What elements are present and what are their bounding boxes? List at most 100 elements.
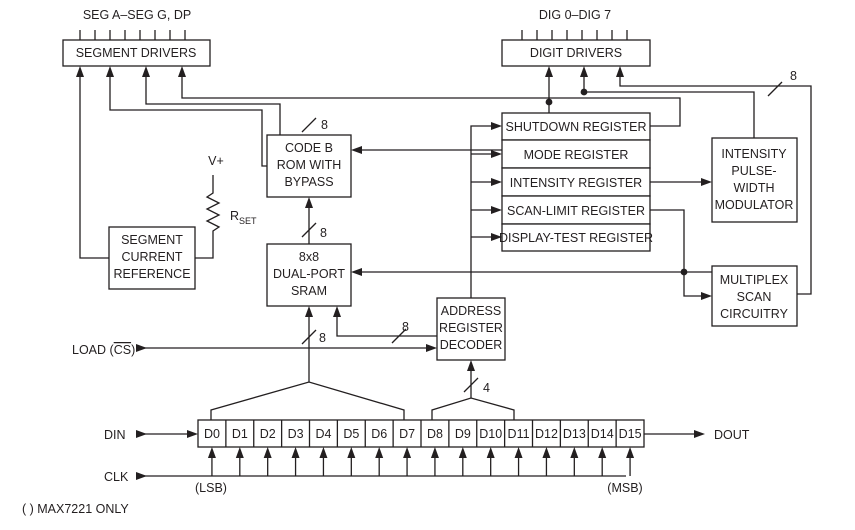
digit-outputs-label: DIG 0–DIG 7 — [539, 8, 611, 22]
clock-tick-arrow — [458, 447, 467, 458]
dout-label: DOUT — [714, 428, 750, 442]
segment-current-reference-line-1: SEGMENT — [121, 233, 183, 247]
clock-tick-arrow — [263, 447, 272, 458]
clock-tick-arrow — [403, 447, 412, 458]
clk-label: CLK — [104, 470, 129, 484]
wire-current-ref-to-segment-drivers — [76, 66, 109, 259]
sram-block: 8x8 DUAL-PORT SRAM — [266, 243, 352, 307]
din-label: DIN — [104, 428, 126, 442]
sram-line-1: 8x8 — [299, 250, 319, 264]
shift-register-cell: D15 — [619, 427, 642, 441]
shift-register-cell: D8 — [427, 427, 443, 441]
segment-drivers-block: SEGMENT DRIVERS — [62, 39, 211, 67]
wire-scan-limit-to-multiplex — [650, 209, 712, 300]
load-label: LOAD (CS) — [72, 343, 135, 357]
vplus-label: V+ — [208, 154, 224, 168]
bus-width-label: 8 — [320, 226, 327, 240]
sram-line-3: SRAM — [291, 284, 327, 298]
rset-resistor — [195, 175, 221, 259]
clock-tick-arrow — [542, 447, 551, 458]
segment-current-reference-block: SEGMENT CURRENT REFERENCE — [108, 226, 196, 290]
scan-limit-register-label: SCAN-LIMIT REGISTER — [507, 204, 645, 218]
clock-tick-arrow — [570, 447, 579, 458]
lsb-label: (LSB) — [195, 481, 227, 495]
sram-line-2: DUAL-PORT — [273, 267, 345, 281]
shift-register-cell: D3 — [288, 427, 304, 441]
intensity-pwm-block: INTENSITY PULSE- WIDTH MODULATOR — [711, 137, 798, 223]
wire-sram-to-rom: 8 — [301, 197, 327, 244]
shift-register-cell: D2 — [260, 427, 276, 441]
address-register-decoder-line-2: REGISTER — [439, 321, 503, 335]
multiplex-scan-line-2: SCAN — [737, 290, 772, 304]
display-test-register-label: DISPLAY-TEST REGISTER — [499, 231, 653, 245]
address-register-decoder-line-1: ADDRESS — [441, 304, 501, 318]
wire-rom-to-segment-drivers — [106, 66, 281, 167]
wire-shutdown-to-drivers — [178, 66, 681, 127]
intensity-pwm-line-4: MODULATOR — [715, 198, 794, 212]
bus-width-label: 8 — [790, 69, 797, 83]
wire-shift-low-to-sram: 8 — [210, 306, 405, 420]
clock-tick-arrow — [486, 447, 495, 458]
din-input: DIN — [104, 428, 198, 442]
clock-tick-arrow — [319, 447, 328, 458]
clock-tick-arrow — [347, 447, 356, 458]
multiplex-scan-line-3: CIRCUITRY — [720, 307, 788, 321]
intensity-pwm-line-1: INTENSITY — [721, 147, 787, 161]
segment-drivers-label: SEGMENT DRIVERS — [76, 46, 197, 60]
clock-tick-arrow — [235, 447, 244, 458]
segment-output-pins — [79, 30, 186, 40]
bus-width-label: 4 — [483, 381, 490, 395]
shift-register-cell: D14 — [591, 427, 614, 441]
shift-register-cell: D13 — [563, 427, 586, 441]
code-b-rom-block: CODE B ROM WITH BYPASS — [266, 134, 352, 198]
clock-tick-arrow — [207, 447, 216, 458]
digit-drivers-block: DIGIT DRIVERS — [501, 39, 651, 67]
clock-tick-arrow — [430, 447, 439, 458]
clk-input: CLK — [104, 447, 635, 484]
segment-current-reference-line-2: CURRENT — [121, 250, 182, 264]
shift-register-cell: D5 — [343, 427, 359, 441]
wire-decoder-to-sram: 8 — [333, 306, 437, 344]
wire-intensity-to-pwm — [650, 178, 712, 186]
wire-scan-to-digit-drivers: 8 — [580, 66, 812, 295]
msb-label: (MSB) — [607, 481, 642, 495]
segment-outputs-label: SEG A–SEG G, DP — [83, 8, 191, 22]
intensity-register-label: INTENSITY REGISTER — [510, 176, 642, 190]
multiplex-scan-block: MULTIPLEX SCAN CIRCUITRY — [711, 265, 798, 327]
load-input: LOAD (CS) — [72, 343, 437, 357]
segment-current-reference-line-3: REFERENCE — [113, 267, 190, 281]
rset-label: RSET — [230, 209, 257, 226]
clock-tick-arrow — [514, 447, 523, 458]
control-registers-stack: SHUTDOWN REGISTER MODE REGISTER INTENSIT… — [499, 112, 653, 252]
digit-output-pins — [521, 30, 628, 40]
bus-marker-rom-top: 8 — [301, 117, 328, 133]
intensity-pwm-line-2: PULSE- — [731, 164, 776, 178]
clock-tick-arrow — [375, 447, 384, 458]
shift-register-cell: D1 — [232, 427, 248, 441]
bus-width-label: 8 — [319, 331, 326, 345]
shift-register-cell: D10 — [479, 427, 502, 441]
bus-width-label: 8 — [321, 118, 328, 132]
code-b-rom-line-2: ROM WITH — [277, 158, 342, 172]
bus-width-label: 8 — [402, 320, 409, 334]
clock-tick-arrow — [626, 447, 635, 458]
code-b-rom-line-3: BYPASS — [284, 175, 333, 189]
wire-mode-to-rom — [351, 146, 502, 154]
wire-shift-address-to-decoder: 4 — [431, 360, 515, 420]
clock-tick-arrow — [598, 447, 607, 458]
shift-register-cell: D11 — [508, 427, 530, 441]
digit-drivers-label: DIGIT DRIVERS — [530, 46, 622, 60]
address-register-decoder-line-3: DECODER — [440, 338, 503, 352]
mode-register-label: MODE REGISTER — [524, 148, 629, 162]
shift-register-cell: D12 — [535, 427, 558, 441]
footnote: ( ) MAX7221 ONLY — [22, 502, 129, 516]
code-b-rom-line-1: CODE B — [285, 141, 333, 155]
shutdown-register-label: SHUTDOWN REGISTER — [506, 120, 647, 134]
shift-register-cell: D0 — [204, 427, 220, 441]
shift-register-cell: D4 — [315, 427, 331, 441]
dout-output: DOUT — [644, 428, 750, 442]
clock-tick-arrow — [291, 447, 300, 458]
shift-register-cell: D7 — [399, 427, 415, 441]
